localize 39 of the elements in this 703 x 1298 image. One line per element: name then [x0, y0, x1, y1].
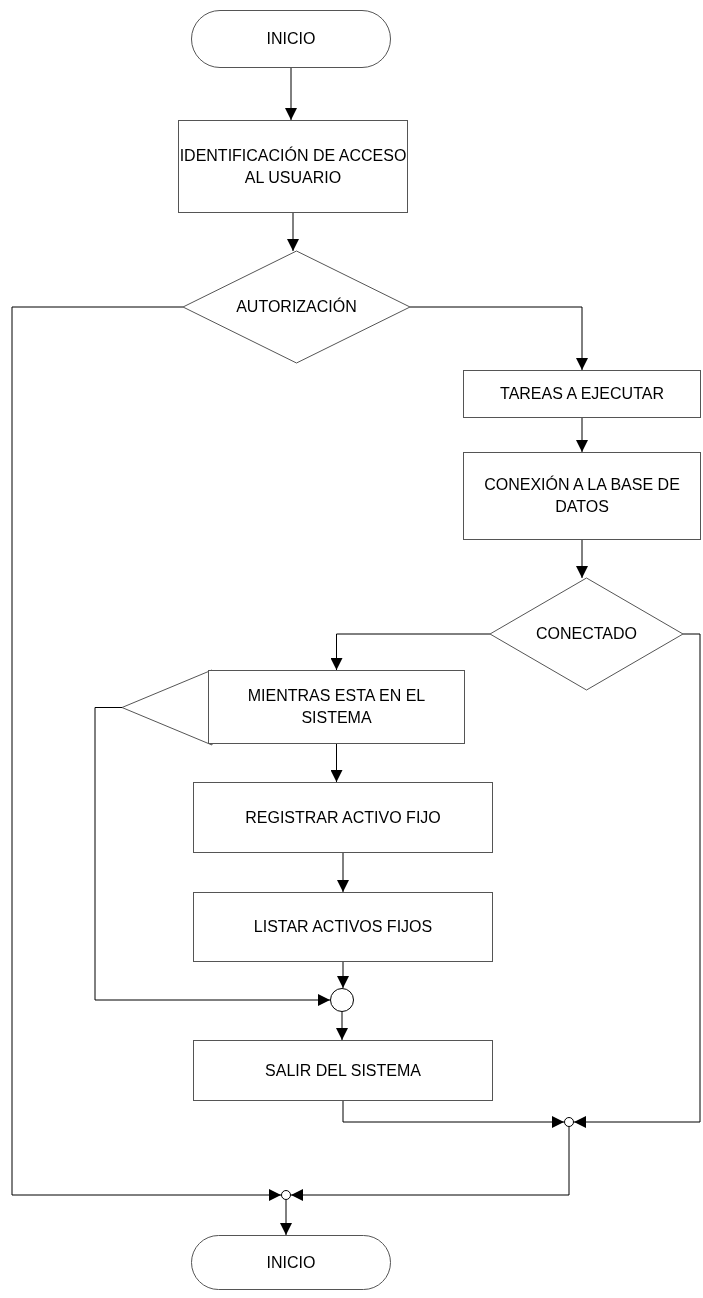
- connector-arrow: [576, 539, 588, 579]
- connector-arrow: [573, 633, 701, 1128]
- node-label: REGISTRAR ACTIVO FIJO: [245, 807, 441, 828]
- node-label: INICIO: [266, 1252, 316, 1273]
- node-label: CONECTADO: [535, 624, 637, 645]
- node-label: TAREAS A EJECUTAR: [500, 384, 664, 405]
- process-box: [193, 1040, 493, 1101]
- connector-arrow: [576, 417, 588, 453]
- loop-triangle: [122, 670, 212, 745]
- node-label: INICIO: [266, 29, 316, 50]
- node-label: LISTAR ACTIVOS FIJOS: [253, 917, 433, 938]
- process-box: [463, 370, 701, 418]
- connector-arrow: [337, 961, 349, 989]
- process-box: [193, 892, 493, 962]
- connector-circle: [281, 1190, 291, 1200]
- decision-diamond: [183, 251, 410, 363]
- connector-arrow: [287, 212, 299, 252]
- connector-arrow: [280, 1199, 292, 1236]
- connector-arrow: [336, 1011, 348, 1041]
- node-label: SALIR DEL SISTEMA: [265, 1060, 421, 1081]
- node-label: CONEXIÓN A LA BASE DE DATOS: [483, 474, 681, 517]
- node-label: AUTORIZACIÓN: [236, 296, 357, 318]
- process-box: [178, 120, 408, 213]
- connector-arrow: [290, 1126, 570, 1201]
- decision-diamond: [490, 578, 683, 690]
- connector-arrow: [342, 1100, 565, 1128]
- process-box: [463, 452, 701, 540]
- connector-arrow: [94, 707, 331, 1006]
- connector-circle: [564, 1117, 574, 1127]
- connector-arrow: [330, 633, 491, 671]
- process-box: [193, 782, 493, 853]
- node-label: IDENTIFICACIÓN DE ACCESO AL USUARIO: [179, 145, 407, 188]
- connector-arrow: [285, 67, 297, 121]
- node-label: MIENTRAS ESTA EN EL SISTEMA: [246, 686, 427, 728]
- connector-arrow: [409, 306, 588, 371]
- connector-arrow: [337, 852, 349, 893]
- connector-circle: [330, 988, 354, 1012]
- connector-arrow: [11, 306, 282, 1201]
- connector-arrow: [330, 743, 343, 783]
